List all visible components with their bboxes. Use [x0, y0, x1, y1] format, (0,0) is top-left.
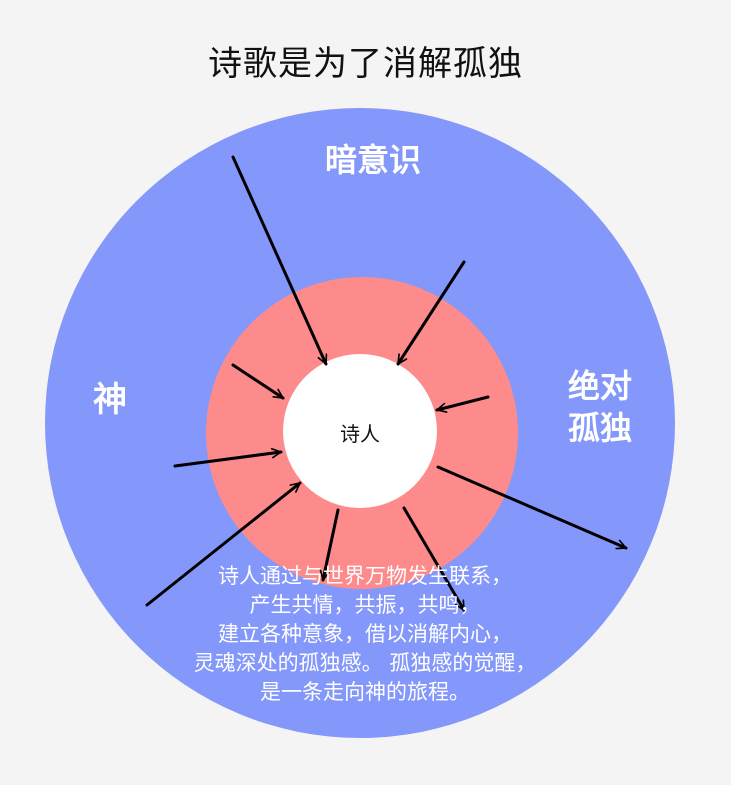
description-line: 产生共情，共振，共鸣， — [249, 593, 481, 617]
description-line: 诗人通过与世界万物发生联系， — [218, 564, 512, 588]
description-line: 建立各种意象，借以消解内心， — [218, 622, 512, 646]
arrow-bottom-left — [319, 508, 340, 582]
description-line: 灵魂深处的孤独感。 孤独感的觉醒， — [193, 651, 537, 675]
label-absolute-line2: 孤独 — [567, 408, 632, 447]
description-line: 是一条走向神的旅程。 — [260, 680, 470, 704]
label-subconscious: 暗意识 — [324, 141, 421, 179]
arrow-right-upper — [435, 395, 490, 413]
diagram-title: 诗歌是为了消解孤独 — [208, 44, 523, 84]
arrow-top-right — [396, 260, 466, 366]
arrow-lower-left-long — [145, 481, 302, 607]
label-absolute-solitude: 绝对 孤独 — [545, 366, 655, 449]
label-god: 神 — [93, 380, 127, 420]
description-text: 诗人通过与世界万物发生联系， 产生共情，共振，共鸣， 建立各种意象，借以消解内心… — [150, 562, 580, 707]
arrow-bottom-right — [402, 506, 466, 612]
arrow-top-left-long — [231, 155, 328, 366]
arrow-outward-right — [436, 465, 628, 550]
label-absolute-line1: 绝对 — [567, 367, 632, 405]
label-poet: 诗人 — [340, 422, 380, 446]
arrow-left-upper — [231, 363, 285, 400]
arrow-left-middle — [173, 447, 283, 468]
inner-circle — [283, 354, 437, 508]
